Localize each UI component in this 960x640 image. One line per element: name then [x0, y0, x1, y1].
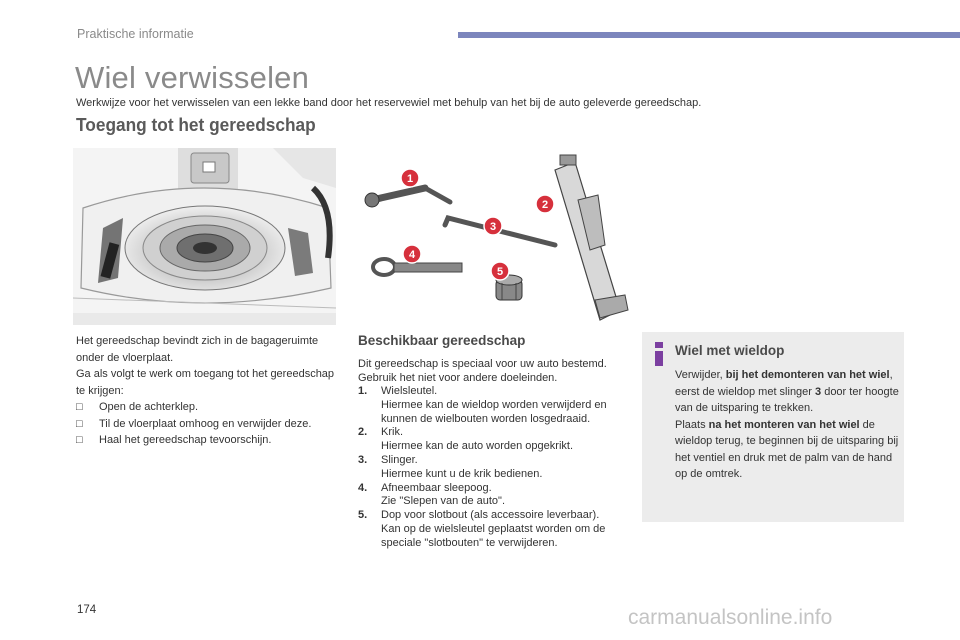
- callout-3: 3: [490, 221, 496, 233]
- jack-drawing: [554, 154, 629, 321]
- available-tools-heading: Beschikbaar gereedschap: [358, 333, 526, 348]
- list-item: □Haal het gereedschap tevoorschijn.: [76, 432, 341, 449]
- info-icon: [655, 342, 663, 366]
- list-item: □Open de achterklep.: [76, 399, 341, 416]
- section-heading: Toegang tot het gereedschap: [76, 115, 316, 135]
- page-title: Wiel verwisselen: [75, 60, 310, 95]
- watermark: carmanualsonline.info: [628, 606, 833, 629]
- tool-item: 1.Wielsleutel.Hiermee kan de wieldop wor…: [358, 385, 607, 425]
- tools-illustration: 1 2 3 4 5: [364, 154, 629, 321]
- page-subtitle: Werkwijze voor het verwisselen van een l…: [76, 97, 702, 109]
- available-tools-intro: Dit gereedschap is speciaal voor uw auto…: [358, 358, 607, 384]
- jack-handle-drawing: [442, 215, 558, 248]
- tool-item: 2.Krik.Hiermee kan de auto worden opgekr…: [358, 426, 573, 453]
- header-accent-bar: [458, 32, 960, 38]
- trunk-spare-wheel-photo: [73, 148, 336, 325]
- page-number: 174: [77, 604, 97, 616]
- available-tools-section: Beschikbaar gereedschap Dit gereedschap …: [358, 333, 628, 551]
- hubcap-heading: Wiel met wieldop: [675, 343, 785, 358]
- checkbox-bullet-icon: □: [76, 401, 83, 413]
- access-steps: □Open de achterklep. □Til de vloerplaat …: [76, 399, 341, 449]
- list-item: □Til de vloerplaat omhoog en verwijder d…: [76, 416, 341, 433]
- wheel-brace-drawing: [364, 184, 453, 208]
- access-instructions: Het gereedschap bevindt zich in de bagag…: [76, 333, 341, 449]
- tool-item: 5.Dop voor slotbout (als accessoire leve…: [358, 509, 606, 549]
- access-intro: Het gereedschap bevindt zich in de bagag…: [76, 335, 319, 364]
- towing-eye-drawing: [371, 257, 463, 277]
- checkbox-bullet-icon: □: [76, 417, 83, 430]
- access-lead: Ga als volgt te werk om toegang tot het …: [76, 368, 335, 397]
- hubcap-info-box: Wiel met wieldop Verwijder, bij het demo…: [642, 332, 904, 522]
- callout-1: 1: [407, 173, 413, 185]
- checkbox-bullet-icon: □: [76, 434, 83, 446]
- callout-5: 5: [497, 266, 503, 278]
- callout-2: 2: [542, 199, 548, 211]
- callout-4: 4: [409, 249, 416, 261]
- section-header: Praktische informatie: [77, 27, 194, 41]
- tool-item: 3.Slinger.Hiermee kunt u de krik bediene…: [358, 453, 543, 480]
- hubcap-text: Verwijder, bij het demonteren van het wi…: [675, 369, 899, 480]
- tool-item: 4.Afneembaar sleepoog.Zie "Slepen van de…: [358, 481, 506, 508]
- tool-list: 1.Wielsleutel.Hiermee kan de wieldop wor…: [358, 385, 628, 551]
